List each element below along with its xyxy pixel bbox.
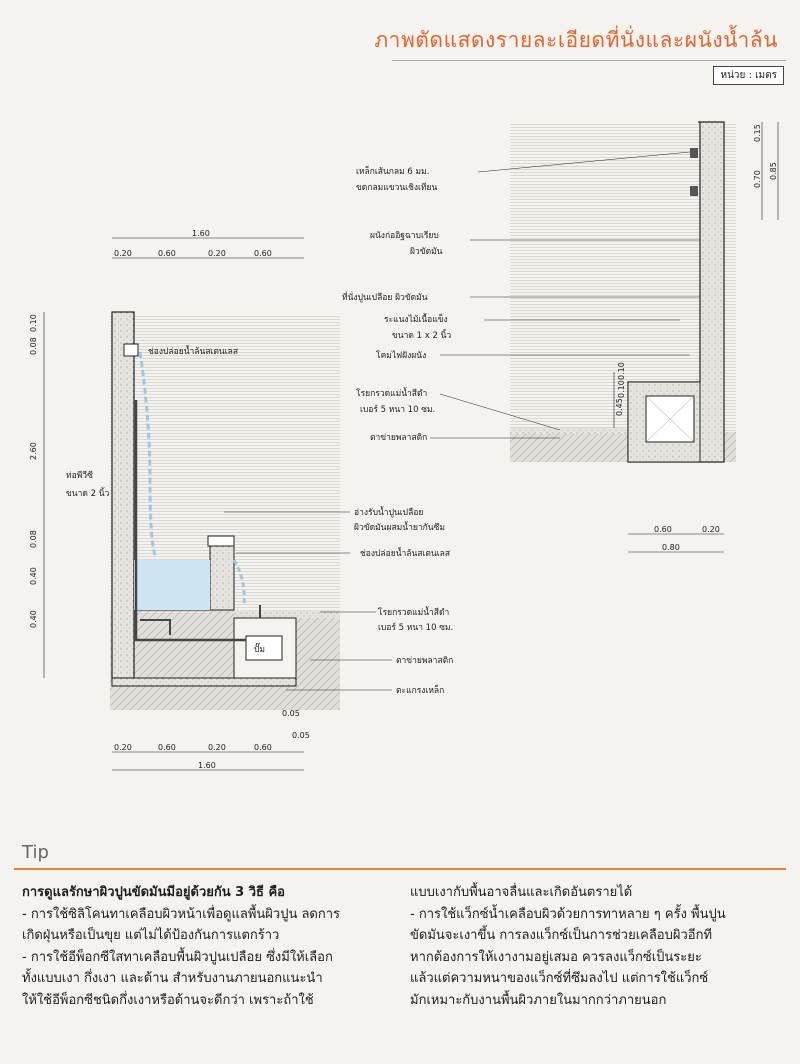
bottom-total-dim: 1.60 [198,761,216,770]
side-dim-2: 0.08 [29,337,38,355]
tip-line: แบบเงากับพื้นอาจลื่นและเกิดอันตรายได้ [410,885,633,900]
tip-column-1: การดูแลรักษาผิวปูนขัดมันมีอยู่ด้วยกัน 3 … [22,882,394,1011]
side-dim-4: 0.08 [29,530,38,548]
slat-label-2: ขนาด 1 x 2 นิ้ว [392,329,451,341]
wall-label-2: ผิวขัดมัน [410,247,443,257]
tip-line: แล้วแต่ความหนาของแว็กซ์ที่ซึมลงไป แต่การ… [410,971,709,986]
right-bottom-dim-total: 0.80 [662,543,680,552]
side-dim-3: 2.60 [29,442,38,460]
right-gravel-label-1: โรยกรวดแม่น้ำสีดำ [356,387,427,399]
tip-line: มักเหมาะกับงานพื้นผิวภายในมากกว่าภายนอก [410,992,667,1008]
right-dim-1: 0.15 [753,124,762,142]
tip-line: หากต้องการให้เงางามอยู่เสมอ ควรลงแว็กซ์เ… [410,949,702,965]
tip-line: - การใช้อีพ็อกซีใสทาเคลือบพื้นผิวปูนเปลื… [22,949,333,965]
tip-line: - การใช้แว็กซ์น้ำเคลือบผิวด้วยการทาหลาย … [410,906,726,922]
seat-dim-1: 0.10 [617,362,626,380]
seat-dim-2: 0.10 [617,380,626,398]
pipe-label: ท่อพีวีซี [66,470,93,481]
pipe-size-label: ขนาด 2 นิ้ว [66,487,110,499]
top-dim-3: 0.20 [208,249,226,258]
unit-badge: หน่วย : เมตร [713,66,784,85]
section-drawing: ปั๊ม 1.60 0.20 0.60 0.20 0.60 0.20 0.60 … [29,121,779,771]
left-net-label: ตาข่ายพลาสติก [396,656,453,666]
top-dim-1: 0.20 [114,249,132,258]
tip-line: - การใช้ซิลิโคนทาเคลือบผิวหน้าเพื่อดูแลพ… [22,906,341,922]
tip-divider [14,868,786,870]
tip-heading: Tip [22,842,49,863]
tip-line: ทั้งแบบเงา กึ่งเงา และด้าน สำหรับงานภายน… [22,971,323,986]
left-gravel-label-1: โรยกรวดแม่น้ำสีดำ [378,606,449,618]
right-bottom-dim-b: 0.20 [702,525,720,534]
basin-label-2: ผิวขัดมันผสมน้ำยากันซึม [354,521,445,533]
top-total-dim: 1.60 [192,229,210,238]
bottom-dim-3: 0.20 [208,743,226,752]
steel-label-1: เหล็กเส้นกลม 6 มม. [356,165,429,177]
wall-label-1: ผนังก่ออิฐฉาบเรียบ [370,230,439,241]
bottom-dim-2: 0.60 [158,743,176,752]
pump-label: ปั๊ม [254,642,265,655]
title-divider [392,60,786,61]
right-bottom-dim-a: 0.60 [654,525,672,534]
tip-line: เกิดฝุ่นหรือเป็นขุย แต่ไม่ได้ป้องกันการแ… [22,928,280,943]
bottom-dim-4: 0.60 [254,743,272,752]
top-dim-4: 0.60 [254,249,272,258]
tip-line: ขัดมันจะเงาขึ้น การลงแว็กซ์เป็นการช่วยเค… [410,928,713,943]
tip-col1-head: การดูแลรักษาผิวปูนขัดมันมีอยู่ด้วยกัน 3 … [22,885,285,900]
left-section: ปั๊ม 1.60 0.20 0.60 0.20 0.60 0.20 0.60 … [29,229,453,771]
small-dim-2: 0.05 [292,731,310,740]
right-gravel-label-2: เบอร์ 5 หนา 10 ซม. [360,404,435,415]
bottom-dim-1: 0.20 [114,743,132,752]
lamp-label: โคมไฟฝังผนัง [376,350,426,361]
slat-label-1: ระแนงไม้เนื้อแข็ง [384,313,448,325]
steel-label-2: ขดกลมแขวนเชิงเทียน [356,182,437,193]
outlet-top-label: ช่องปล่อยน้ำล้นสเตนเลส [148,345,239,357]
side-dim-5: 0.40 [29,567,38,585]
left-gravel-label-2: เบอร์ 5 หนา 10 ซม. [378,622,453,633]
right-net-label: ตาข่ายพลาสติก [370,433,427,443]
right-dim-3: 0.70 [753,170,762,188]
basin-label-1: อ่างรับน้ำปูนเปลือย [354,506,423,518]
right-section: 0.15 0.85 0.70 0.10 0.10 0.45 0.60 0.20 … [342,121,779,553]
page-title: ภาพตัดแสดงรายละเอียดที่นั่งและผนังน้ำล้น [374,28,778,52]
tip-line: ให้ใช้อีพ็อกซีชนิดกึ่งเงาหรือด้านจะดีกว่… [22,992,314,1008]
seat-label: ที่นั่งปูนเปลือย ผิวขัดมัน [342,291,428,303]
tip-column-2: แบบเงากับพื้นอาจลื่นและเกิดอันตรายได้ - … [410,882,786,1011]
right-dim-2: 0.85 [769,162,778,180]
side-dim-1: 0.10 [29,314,38,332]
side-dim-6: 0.40 [29,610,38,628]
outlet-bottom-label: ช่องปล่อยน้ำล้นสเตนเลส [360,547,451,559]
small-dim-1: 0.05 [282,709,300,718]
grate-label: ตะแกรงเหล็ก [396,684,444,696]
top-dim-2: 0.60 [158,249,176,258]
seat-dim-3: 0.45 [615,398,624,416]
